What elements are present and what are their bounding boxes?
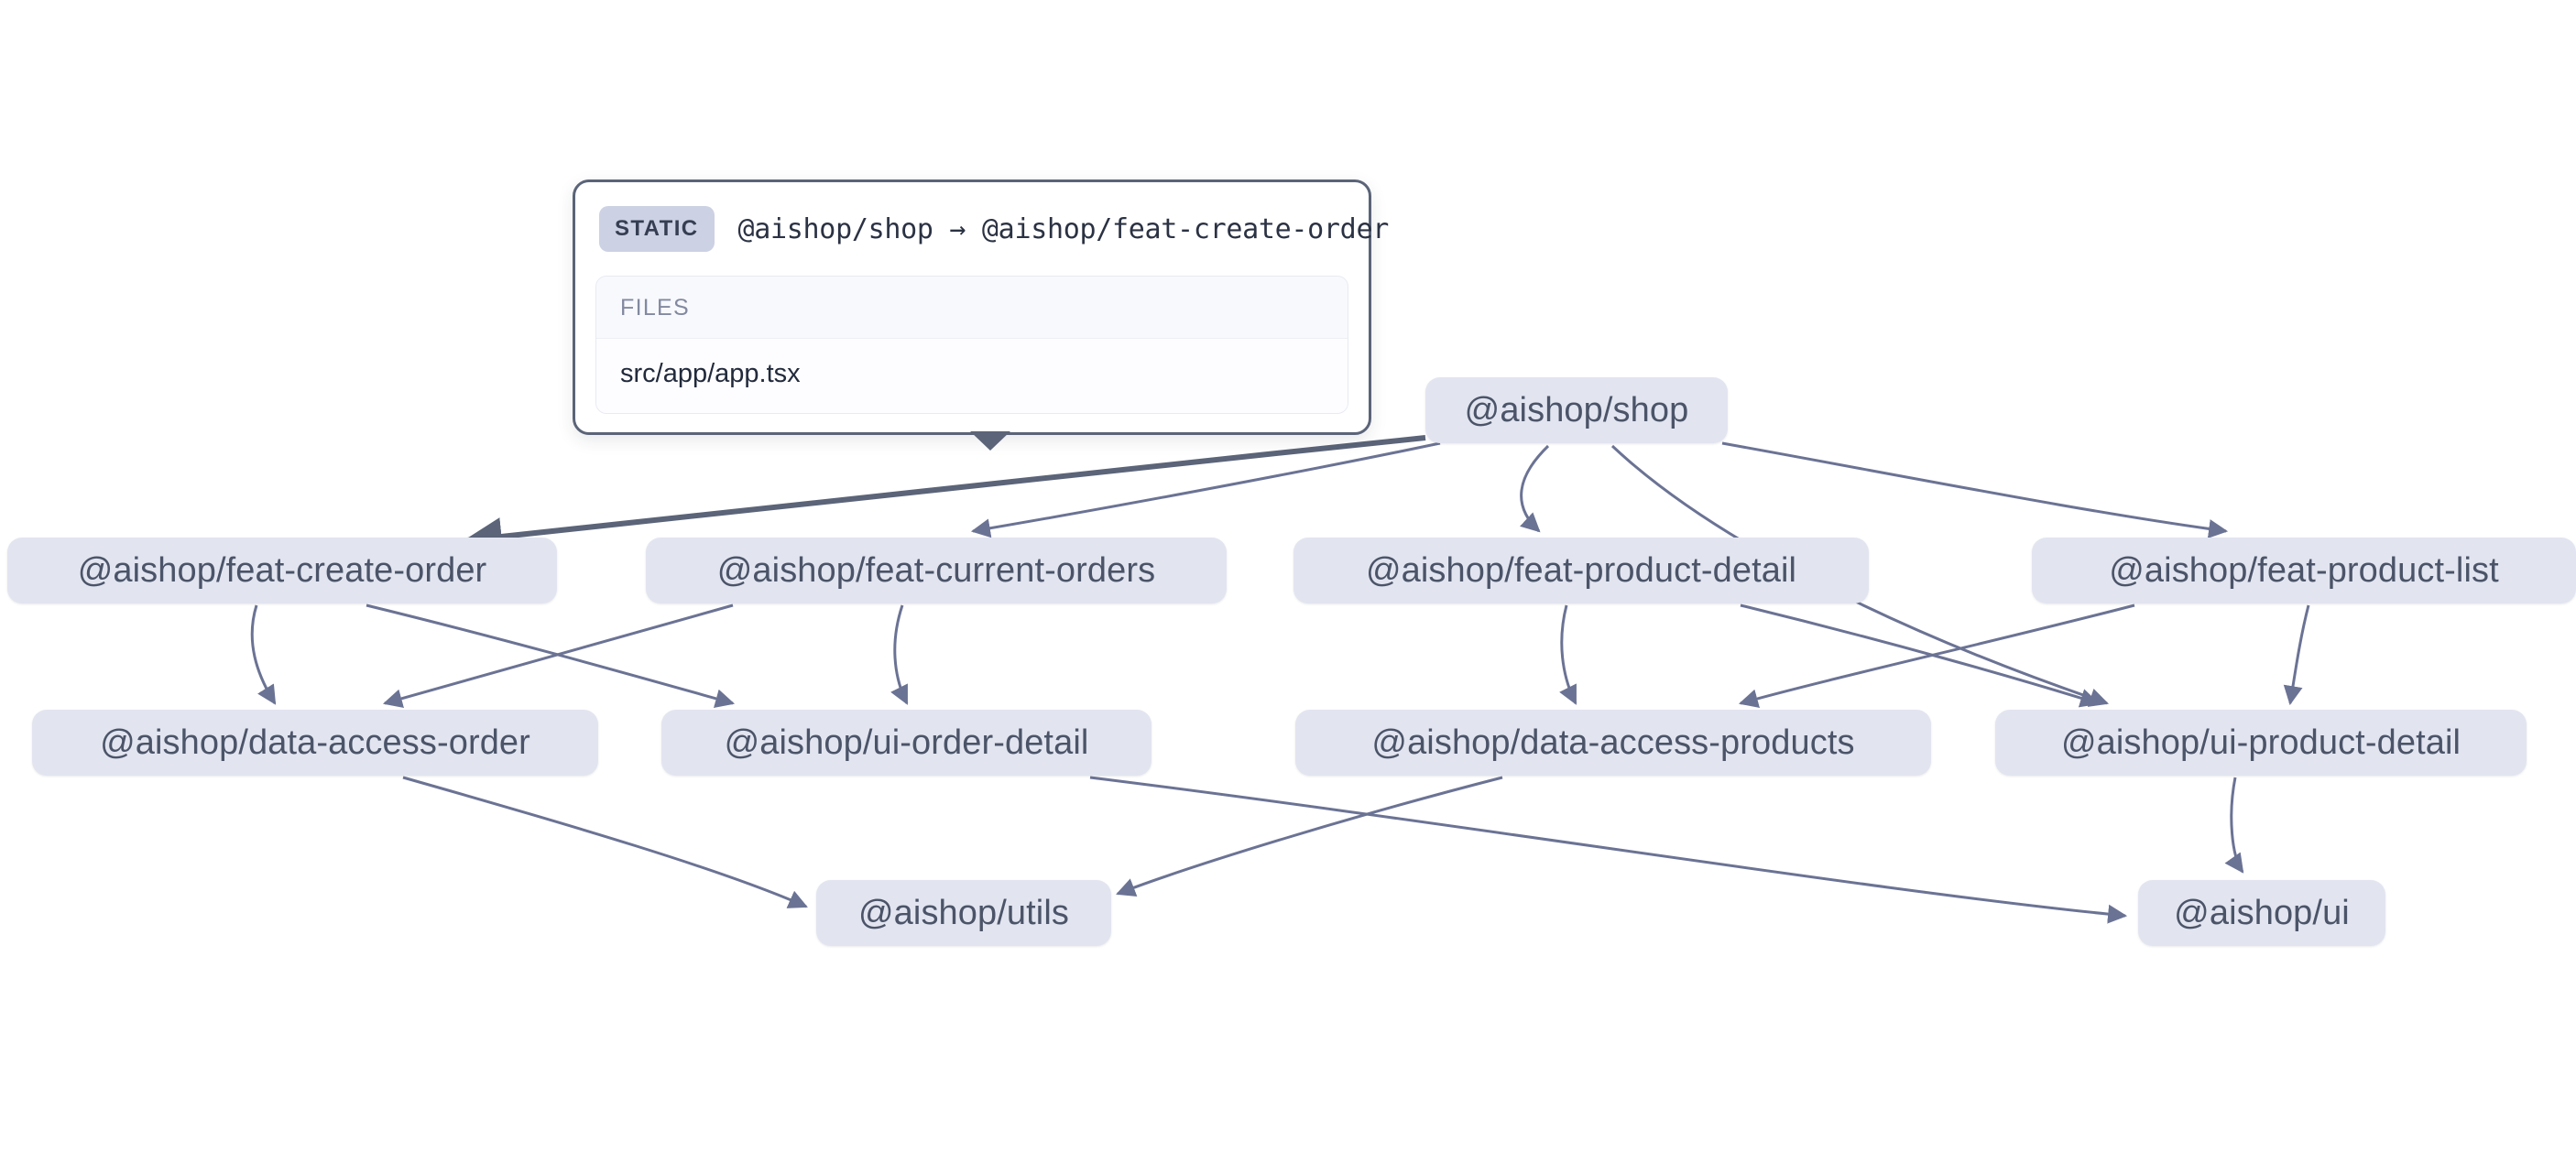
- edge-shop-to-feat-current-orders[interactable]: [970, 441, 1441, 538]
- node-label: @aishop/ui-order-detail: [724, 723, 1089, 762]
- edge-feat-product-detail-to-ui-product-detail[interactable]: [1740, 603, 2101, 708]
- edge-detail-tooltip: STATIC @aishop/shop → @aishop/feat-creat…: [573, 179, 1389, 451]
- graph-node-feat-product-list[interactable]: @aishop/feat-product-list: [2032, 538, 2576, 603]
- node-label: @aishop/shop: [1464, 390, 1689, 429]
- edge-feat-product-list-to-ui-product-detail[interactable]: [2283, 604, 2310, 706]
- edge-shop-to-feat-create-order[interactable]: [463, 435, 1426, 556]
- edge-feat-product-detail-to-data-access-products[interactable]: [1559, 604, 1577, 705]
- graph-node-utils[interactable]: @aishop/utils: [816, 880, 1111, 946]
- static-badge: STATIC: [599, 206, 715, 252]
- node-label: @aishop/utils: [858, 893, 1069, 932]
- edge-feat-product-list-to-data-access-products[interactable]: [1738, 603, 2135, 709]
- edge-feat-create-order-to-data-access-order[interactable]: [250, 604, 277, 705]
- graph-node-ui[interactable]: @aishop/ui: [2138, 880, 2385, 946]
- file-list-item[interactable]: src/app/app.tsx: [596, 339, 1348, 413]
- node-label: @aishop/feat-create-order: [77, 550, 487, 590]
- node-label: @aishop/ui: [2174, 893, 2350, 932]
- graph-node-feat-product-detail[interactable]: @aishop/feat-product-detail: [1293, 538, 1869, 603]
- files-panel: FILES src/app/app.tsx: [595, 276, 1348, 414]
- edge-ui-product-detail-to-ui[interactable]: [2224, 777, 2244, 874]
- edge-ui-order-detail-to-ui[interactable]: [1089, 776, 2128, 924]
- edge-feat-current-orders-to-ui-order-detail[interactable]: [890, 604, 909, 705]
- graph-node-data-access-products[interactable]: @aishop/data-access-products: [1295, 710, 1931, 776]
- graph-node-shop[interactable]: @aishop/shop: [1425, 377, 1728, 443]
- edge-feat-create-order-to-ui-order-detail[interactable]: [366, 603, 736, 709]
- node-label: @aishop/data-access-order: [100, 723, 530, 762]
- files-section-label: FILES: [596, 277, 1348, 339]
- node-label: @aishop/feat-current-orders: [716, 550, 1156, 590]
- graph-node-ui-order-detail[interactable]: @aishop/ui-order-detail: [661, 710, 1152, 776]
- edge-shop-to-feat-product-detail[interactable]: [1520, 444, 1550, 533]
- edge-data-access-products-to-utils[interactable]: [1116, 776, 1503, 897]
- tooltip-pointer-triangle: [970, 431, 1010, 451]
- edge-data-access-order-to-utils[interactable]: [402, 776, 808, 908]
- node-label: @aishop/data-access-products: [1371, 723, 1855, 762]
- node-label: @aishop/feat-product-detail: [1365, 550, 1797, 590]
- tooltip-header: STATIC @aishop/shop → @aishop/feat-creat…: [595, 202, 1389, 254]
- node-label: @aishop/feat-product-list: [2109, 550, 2499, 590]
- edge-shop-to-feat-product-list[interactable]: [1721, 441, 2229, 538]
- graph-node-feat-create-order[interactable]: @aishop/feat-create-order: [7, 538, 557, 603]
- node-label: @aishop/ui-product-detail: [2060, 723, 2461, 762]
- edge-title: @aishop/shop → @aishop/feat-create-order: [737, 212, 1390, 245]
- edge-feat-current-orders-to-data-access-order[interactable]: [382, 603, 734, 709]
- graph-node-ui-product-detail[interactable]: @aishop/ui-product-detail: [1995, 710, 2527, 776]
- graph-node-feat-current-orders[interactable]: @aishop/feat-current-orders: [646, 538, 1227, 603]
- graph-node-data-access-order[interactable]: @aishop/data-access-order: [32, 710, 598, 776]
